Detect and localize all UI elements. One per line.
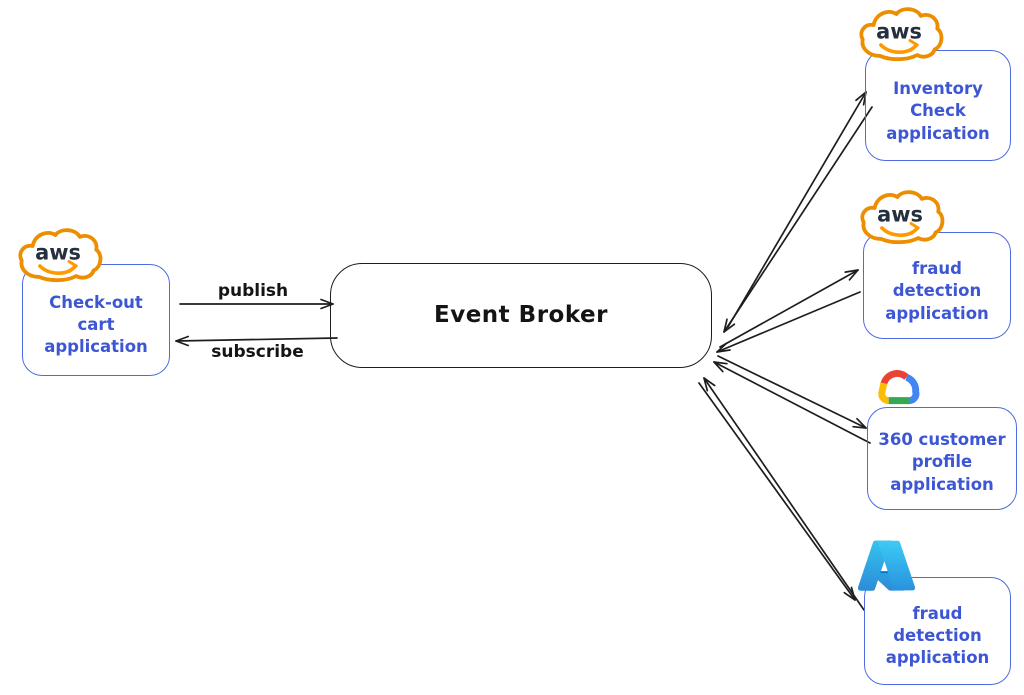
aws-cloud-icon [854,5,946,65]
aws-cloud-icon [13,226,105,286]
checkout-cart-label: Check-out cart application [44,292,148,357]
aws-cloud-icon [855,188,947,248]
arrow-broker-to-inventory [727,91,867,328]
node-fraud-detection-aws-application: fraud detection application [863,232,1011,339]
google-cloud-icon [869,367,922,412]
arrow-publish [179,298,334,310]
arrow-inventory-to-broker [723,106,873,333]
node-360-customer-profile-application: 360 customer profile application [867,407,1017,510]
azure-icon [858,536,915,596]
inventory-check-label: Inventory Check application [886,79,990,143]
subscribe-label: subscribe [211,342,304,362]
customer360-label: 360 customer profile application [878,430,1006,494]
node-event-broker: Event Broker [330,263,712,368]
arrow-subscribe [175,335,338,347]
publish-label: publish [217,281,289,301]
arrow-fraud-azure-to-broker [703,377,865,611]
arrow-broker-to-fraud-aws [719,269,859,348]
arrow-fraud-aws-to-broker [716,291,861,353]
arrow-broker-to-customer360 [717,355,867,429]
arrow-broker-to-fraud-azure [698,382,856,601]
fraud-detection-azure-label: fraud detection application [885,603,990,668]
fraud-detection-aws-label: fraud detection application [885,259,989,323]
event-broker-label: Event Broker [434,302,608,329]
node-fraud-detection-azure-application: fraud detection application [864,577,1011,685]
arrow-customer360-to-broker [713,361,871,444]
node-inventory-check-application: Inventory Check application [865,50,1011,161]
